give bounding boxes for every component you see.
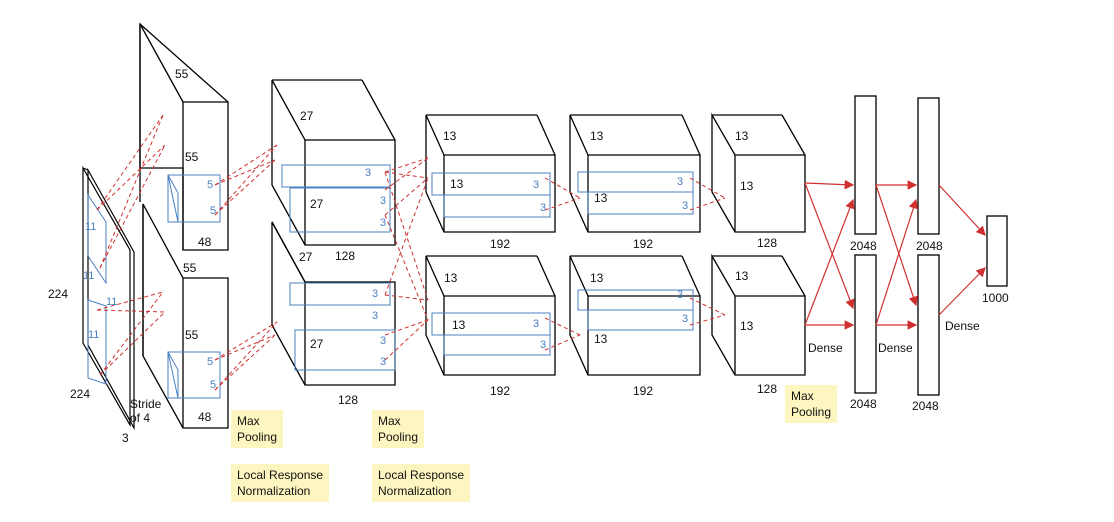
max-pooling-note: Max Pooling xyxy=(231,410,284,449)
input-width-label: 224 xyxy=(70,387,91,401)
kernel-11-label: 11 xyxy=(85,221,97,233)
conv5b-top-size: 13 xyxy=(735,269,749,283)
kernel-3-label: 3 xyxy=(677,289,684,301)
conv4b-top-size: 13 xyxy=(590,271,604,285)
conv5-top-size: 13 xyxy=(735,129,749,143)
input-height-label: 224 xyxy=(48,287,69,301)
kernel-3-label: 3 xyxy=(365,167,372,179)
kernel-3-label: 3 xyxy=(533,318,540,330)
input-kernel xyxy=(87,193,107,385)
conv1-top-size: 55 xyxy=(175,67,189,81)
conv5-depth: 128 xyxy=(757,236,778,250)
conv3-kernels xyxy=(431,172,551,356)
kernel-3-label: 3 xyxy=(380,217,387,229)
conv2-top-box xyxy=(271,79,396,246)
conv3b-top-size: 13 xyxy=(444,271,458,285)
conv1b-top-size: 55 xyxy=(183,261,197,275)
lrn-note: Local Response Normalization xyxy=(231,464,330,503)
fc2-bottom-size: 2048 xyxy=(912,399,939,413)
kernel-3-label: 3 xyxy=(682,200,689,212)
fc1-top-size: 2048 xyxy=(850,239,877,253)
kernel-3-label: 3 xyxy=(682,313,689,325)
conv3-depth: 192 xyxy=(490,237,511,251)
kernel-3-label: 3 xyxy=(540,202,547,214)
dense-label: Dense xyxy=(945,319,980,333)
kernel-3-label: 3 xyxy=(380,335,387,347)
conv4-mid-size: 13 xyxy=(594,191,608,205)
dashed-connections xyxy=(96,114,726,391)
dense-label: Dense xyxy=(808,341,843,355)
conv3b-mid-size: 13 xyxy=(452,318,466,332)
conv5b-depth: 128 xyxy=(757,382,778,396)
kernel-5-label: 5 xyxy=(210,379,217,391)
kernel-3-label: 3 xyxy=(677,176,684,188)
kernel-11-label: 11 xyxy=(88,329,100,341)
fc-arrows xyxy=(804,179,986,330)
kernel-3-label: 3 xyxy=(372,310,379,322)
stride-label: Stride of 4 xyxy=(130,397,162,426)
conv1b-depth: 48 xyxy=(198,410,212,424)
kernel-5-label: 5 xyxy=(207,179,214,191)
conv2b-depth: 128 xyxy=(338,393,359,407)
conv5b-mid-size: 13 xyxy=(740,319,754,333)
conv3-top-size: 13 xyxy=(443,129,457,143)
conv3-top-box xyxy=(425,114,556,233)
fc2-top-size: 2048 xyxy=(916,239,943,253)
fc1-bottom-size: 2048 xyxy=(850,397,877,411)
conv2-depth: 128 xyxy=(335,249,356,263)
conv4b-depth: 192 xyxy=(633,384,654,398)
conv1-top-box xyxy=(139,22,229,251)
conv1-kernels xyxy=(167,174,221,399)
conv4b-mid-size: 13 xyxy=(594,332,608,346)
conv5-bottom-box xyxy=(711,253,806,376)
input-channels-label: 3 xyxy=(122,431,129,445)
conv4-bottom-box xyxy=(569,255,701,376)
input-volume xyxy=(82,165,135,431)
lrn-note: Local Response Normalization xyxy=(372,464,471,503)
conv2-kernels xyxy=(281,164,396,371)
max-pooling-note: Max Pooling xyxy=(372,410,425,449)
kernel-5-label: 5 xyxy=(207,356,214,368)
dense-label: Dense xyxy=(878,341,913,355)
kernel-3-label: 3 xyxy=(372,288,379,300)
kernel-11-label: 11 xyxy=(83,270,95,282)
kernel-3-label: 3 xyxy=(540,339,547,351)
conv2b-top-size: 27 xyxy=(299,250,313,264)
max-pooling-note: Max Pooling xyxy=(785,385,838,424)
conv2-top-size: 27 xyxy=(300,109,314,123)
conv5-mid-size: 13 xyxy=(740,179,754,193)
conv1-mid-size: 55 xyxy=(185,150,199,164)
conv1b-mid-size: 55 xyxy=(185,328,199,342)
conv5-top-box xyxy=(711,112,806,233)
kernel-3-label: 3 xyxy=(380,195,387,207)
conv2-mid-size: 27 xyxy=(310,197,324,211)
conv4-top-size: 13 xyxy=(590,129,604,143)
kernel-11-label: 11 xyxy=(106,296,118,308)
conv2b-mid-size: 27 xyxy=(310,337,324,351)
conv3-mid-size: 13 xyxy=(450,177,464,191)
conv1-depth: 48 xyxy=(198,235,212,249)
kernel-3-label: 3 xyxy=(533,179,540,191)
conv1-bottom-box xyxy=(142,203,229,429)
kernel-3-label: 3 xyxy=(380,356,387,368)
kernel-5-label: 5 xyxy=(210,205,217,217)
conv4-depth: 192 xyxy=(633,237,654,251)
output-size: 1000 xyxy=(982,291,1009,305)
conv3b-depth: 192 xyxy=(490,384,511,398)
